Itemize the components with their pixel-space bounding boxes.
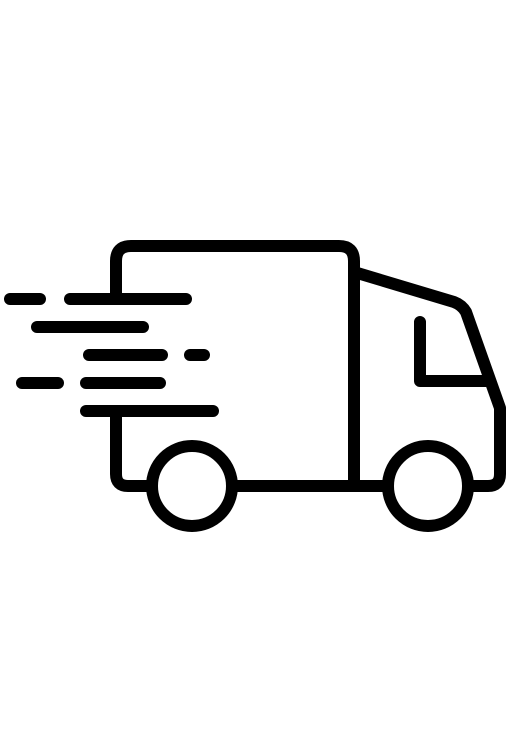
- front-wheel: [382, 440, 474, 532]
- cab-window: [414, 316, 496, 387]
- cargo-box: [110, 240, 360, 492]
- cargo-box-lower: [110, 410, 158, 492]
- cab: [348, 266, 506, 492]
- speed-lines: [4, 293, 219, 417]
- rear-wheel: [146, 440, 238, 532]
